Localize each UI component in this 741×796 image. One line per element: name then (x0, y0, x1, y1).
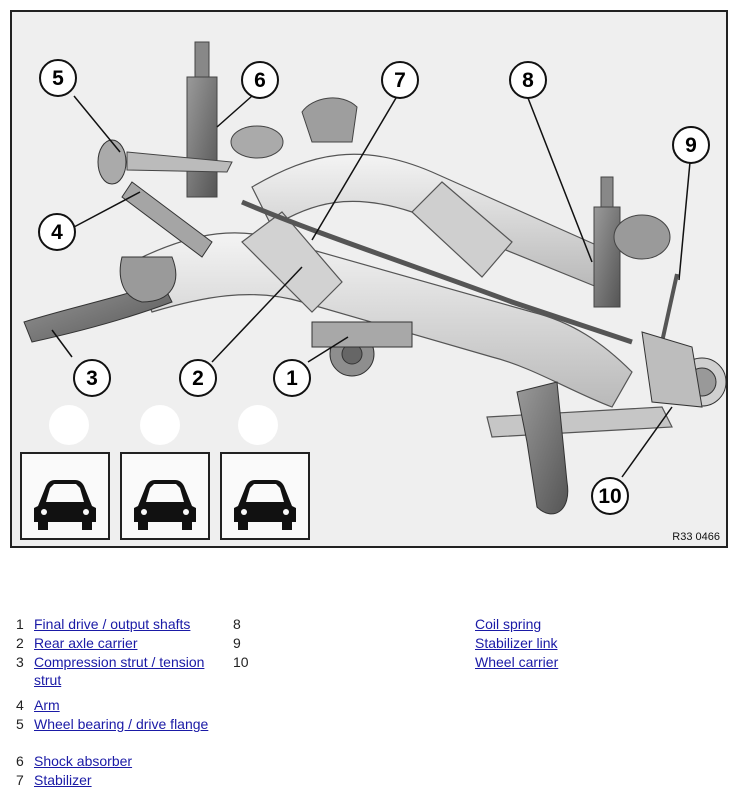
callout-3: 3 (73, 359, 111, 397)
svg-text:2: 2 (192, 367, 204, 390)
svg-text:6: 6 (254, 69, 266, 92)
car-icon (134, 480, 196, 530)
legend-link-wheel-carrier[interactable]: Wheel carrier (475, 654, 559, 670)
callout-1: 1 (273, 359, 311, 397)
car-icon (34, 480, 96, 530)
legend-number: 2 (16, 635, 24, 651)
callout-10: 10 (591, 477, 629, 515)
legend-number: 6 (16, 753, 24, 769)
callout-8: 8 (509, 61, 547, 99)
svg-text:1: 1 (286, 367, 298, 390)
legend-right: Coil spring Stabilizer link Wheel carrie… (475, 615, 675, 675)
final-drive-shape (311, 321, 413, 377)
drive-shaft-left-shape (126, 151, 233, 173)
stabilizer-bar-shape (241, 199, 633, 345)
legend-link-compression-strut[interactable]: Compression strut / tension strut (34, 654, 205, 688)
svg-text:8: 8 (522, 69, 534, 92)
legend-number: 3 (16, 654, 24, 670)
legend-link-wheel-bearing[interactable]: Wheel bearing / drive flange (34, 716, 209, 732)
legend-left: 1 Final drive / output shafts 2 Rear axl… (16, 615, 236, 795)
view-markers (49, 405, 278, 445)
svg-text:7: 7 (394, 69, 406, 92)
svg-text:10: 10 (598, 485, 621, 508)
rear-axle-drawing: 5 6 7 8 9 4 3 (23, 41, 726, 515)
legend-number: 10 (233, 654, 249, 670)
callout-7: 7 (381, 61, 419, 99)
callout-2: 2 (179, 359, 217, 397)
car-view-box-2 (120, 452, 210, 540)
legend-number: 7 (16, 772, 24, 788)
legend-link-final-drive[interactable]: Final drive / output shafts (34, 616, 191, 632)
arm-bracket-shape (119, 256, 177, 303)
legend-link-stabilizer-link[interactable]: Stabilizer link (475, 635, 558, 651)
legend-number: 1 (16, 616, 24, 632)
legend-link-arm[interactable]: Arm (34, 697, 60, 713)
legend-link-shock-absorber[interactable]: Shock absorber (34, 753, 133, 769)
shock-absorber-left-shape (186, 41, 218, 198)
car-icon (234, 480, 296, 530)
callout-5: 5 (39, 59, 77, 97)
leader-lines (51, 95, 691, 478)
coil-spring-seat-shape (230, 97, 358, 159)
drive-flange-left-shape (97, 139, 127, 185)
shock-absorber-right-shape (593, 176, 671, 308)
legend-number: 8 (233, 616, 241, 632)
legend-number: 4 (16, 697, 24, 713)
axle-illustration: 5 6 7 8 9 4 3 (10, 10, 728, 548)
legend-link-stabilizer[interactable]: Stabilizer (34, 772, 92, 788)
stabilizer-link-shape (660, 273, 679, 343)
legend-link-coil-spring[interactable]: Coil spring (475, 616, 542, 632)
car-view-box-3 (220, 452, 310, 540)
svg-text:9: 9 (685, 134, 697, 157)
callout-4: 4 (38, 213, 76, 251)
svg-text:5: 5 (52, 67, 64, 90)
wheel-carrier-right-shape (641, 331, 726, 408)
legend-number: 5 (16, 716, 24, 732)
legend-number: 9 (233, 635, 241, 651)
arm-shape (121, 181, 213, 258)
svg-text:4: 4 (51, 221, 63, 244)
legend-link-rear-axle-carrier[interactable]: Rear axle carrier (34, 635, 138, 651)
legend-right-numbers: 8 9 10 (233, 615, 263, 675)
svg-text:3: 3 (86, 367, 98, 390)
callout-6: 6 (241, 61, 279, 99)
figure-reference-code: R33 0466 (672, 531, 720, 543)
callout-9: 9 (672, 126, 710, 164)
car-view-box-1 (20, 452, 110, 540)
callouts: 5 6 7 8 9 4 3 (38, 59, 710, 515)
wheel-carrier-arm-shape (516, 381, 569, 515)
